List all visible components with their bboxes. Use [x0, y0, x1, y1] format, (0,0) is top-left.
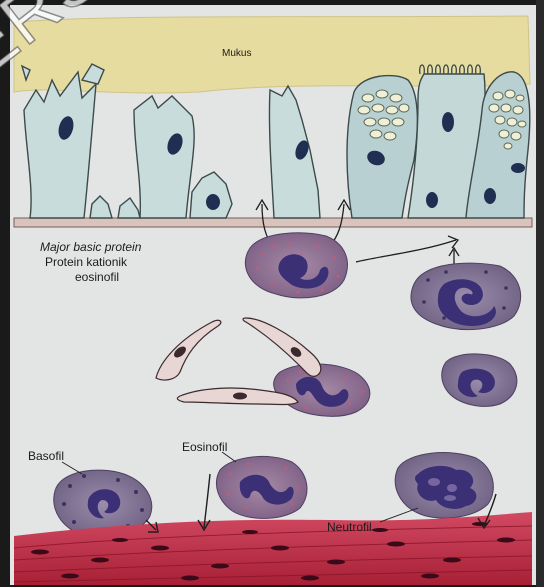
- right-shadow: [536, 0, 544, 587]
- label-eosinofil-sub: eosinofil: [75, 270, 119, 284]
- basement-membrane: [14, 218, 532, 227]
- label-protein-kationik: Protein kationik: [45, 255, 127, 269]
- epithelial-cell-damaged-2: [134, 96, 194, 218]
- label-eosinofil: Eosinofil: [182, 440, 227, 454]
- label-basofil: Basofil: [28, 449, 64, 463]
- label-major-basic-protein: Major basic protein: [40, 240, 141, 254]
- label-neutrofil: Neutrofil: [327, 520, 372, 534]
- label-mukus: Mukus: [222, 47, 251, 61]
- left-shadow: [0, 0, 10, 587]
